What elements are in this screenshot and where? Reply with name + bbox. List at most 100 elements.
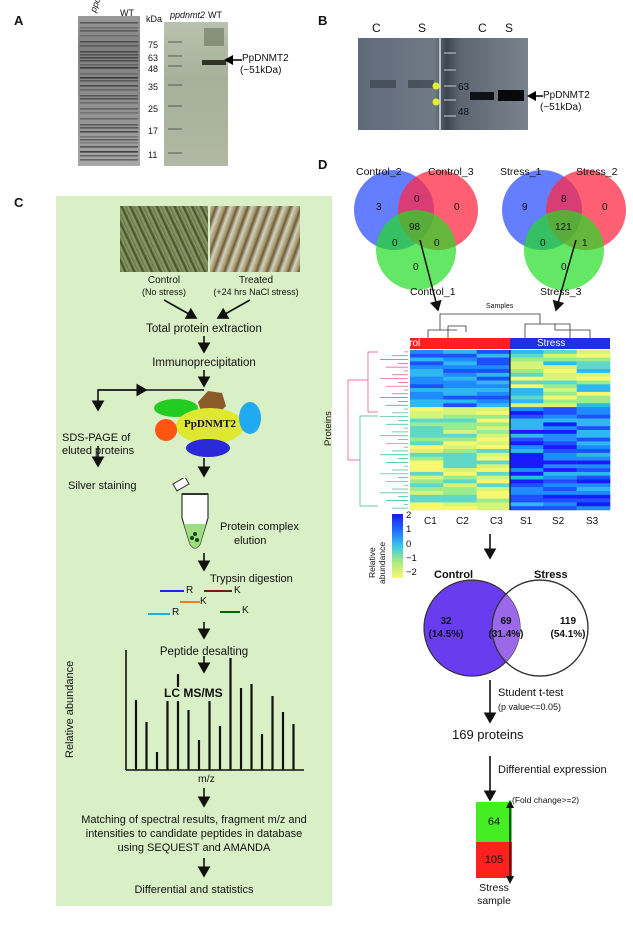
heatmap-cell xyxy=(443,380,477,385)
heatmap-cell xyxy=(543,411,577,416)
ms-spectrum xyxy=(125,650,304,771)
heatmap-cell xyxy=(443,445,477,450)
heatmap-cell xyxy=(510,437,544,442)
heatmap-cell xyxy=(443,384,477,389)
venn-control-v4: 98 xyxy=(409,222,421,233)
panel-c-letter: C xyxy=(14,195,24,210)
heatmap-cell xyxy=(543,487,577,492)
heatmap-cell xyxy=(476,468,511,473)
heatmap-cell xyxy=(576,353,611,358)
peptide-fragments xyxy=(148,590,240,615)
panel-b-marker-63: 63 xyxy=(458,82,470,93)
heatmap-cell xyxy=(443,418,477,423)
final-step: Differential and statistics xyxy=(134,884,254,896)
legend-tick-2: 2 xyxy=(406,510,412,521)
heatmap-cell xyxy=(576,456,611,461)
panel-b-letter: B xyxy=(318,13,328,28)
heatmap-cell xyxy=(476,437,511,442)
marker-63: 63 xyxy=(148,53,159,63)
heatmap-cell xyxy=(476,418,511,423)
heatmap-cell xyxy=(510,361,544,366)
venn-stress-v6: 1 xyxy=(582,238,588,249)
heatmap-cell xyxy=(476,502,511,507)
venn2-right-count: 119 xyxy=(559,616,577,627)
silver-band xyxy=(80,57,138,59)
panel-a-band-label: PpDNMT2 xyxy=(242,53,289,64)
legend-tick-0: 0 xyxy=(406,539,412,550)
heatmap-cell xyxy=(510,433,544,438)
venn-to-heatmap-arrows xyxy=(419,240,577,312)
heatmap-cell xyxy=(510,372,544,377)
heatmap-cell xyxy=(510,468,544,473)
elution-tube-icon xyxy=(172,478,209,549)
silver-band xyxy=(80,124,138,126)
heatmap-cell xyxy=(510,350,544,355)
heatmap-cell xyxy=(543,399,577,404)
marker-35: 35 xyxy=(148,82,159,92)
heatmap-cell xyxy=(510,403,544,408)
heatmap-cell xyxy=(476,464,511,469)
heatmap xyxy=(347,313,611,511)
heatmap-cell xyxy=(443,414,477,419)
heatmap-cell xyxy=(543,391,577,396)
sds-page-line2: eluted proteins xyxy=(62,445,135,457)
panel-a-lane-ppdnmt2: ppdnmt2 xyxy=(88,0,110,14)
venn-control-v7: 0 xyxy=(413,262,419,273)
heatmap-cell xyxy=(476,357,511,362)
heatmap-cell xyxy=(443,483,477,488)
heatmap-cell xyxy=(510,426,544,431)
marker-75: 75 xyxy=(148,40,159,50)
heatmap-cell xyxy=(443,376,477,381)
heatmap-cell xyxy=(476,372,511,377)
venn-stress-label-1: Stress_1 xyxy=(500,166,542,178)
heatmap-cell xyxy=(543,437,577,442)
panel-a-silver-gel xyxy=(78,16,140,166)
heatmap-cell xyxy=(476,506,511,511)
legend-title-2: abundance xyxy=(377,541,387,584)
fold-change-label: (Fold change>=2) xyxy=(512,795,580,805)
heatmap-cell xyxy=(410,411,444,416)
heatmap-cell xyxy=(443,430,477,435)
heatmap-cell xyxy=(576,388,611,393)
heatmap-cell xyxy=(543,475,577,480)
heatmap-cell xyxy=(510,369,544,374)
heatmap-cell xyxy=(576,464,611,469)
heatmap-samples-title: Samples xyxy=(486,303,514,310)
heatmap-cell xyxy=(476,452,511,457)
heatmap-cell xyxy=(410,384,444,389)
heatmap-cell xyxy=(410,372,444,377)
heatmap-cell xyxy=(476,441,511,446)
panel-a-letter: A xyxy=(14,13,24,28)
heatmap-cell xyxy=(510,445,544,450)
complex-label: PpDNMT2 xyxy=(184,418,236,430)
heatmap-cell xyxy=(443,502,477,507)
heatmap-cell xyxy=(510,376,544,381)
venn2-mid-count: 69 xyxy=(500,616,512,627)
heatmap-cell xyxy=(576,369,611,374)
heatmap-cell xyxy=(576,361,611,366)
heatmap-cell xyxy=(543,464,577,469)
heatmap-cell xyxy=(576,430,611,435)
ttest-threshold: (p value<=0.05) xyxy=(498,702,562,712)
heatmap-cell xyxy=(576,445,611,450)
heatmap-cell xyxy=(476,369,511,374)
heatmap-cell xyxy=(410,498,444,503)
heatmap-cell xyxy=(476,483,511,488)
heatmap-cell xyxy=(576,441,611,446)
heatmap-cell xyxy=(510,464,544,469)
heatmap-cell xyxy=(476,376,511,381)
heatmap-cell xyxy=(443,391,477,396)
upregulated-count: 64 xyxy=(487,816,501,828)
heatmap-row-axis: Proteins xyxy=(323,411,334,446)
ttest-label: Student t-test xyxy=(498,687,564,699)
heatmap-cell xyxy=(510,399,544,404)
heatmap-color-legend xyxy=(392,514,403,578)
venn2-title-control: Control xyxy=(434,569,474,581)
heatmap-cell xyxy=(510,365,544,370)
heatmap-cell xyxy=(510,441,544,446)
control-moss-photo xyxy=(120,206,208,272)
heatmap-cell xyxy=(443,491,477,496)
heatmap-cell xyxy=(476,399,511,404)
heatmap-cell xyxy=(443,365,477,370)
heatmap-cell xyxy=(510,422,544,427)
